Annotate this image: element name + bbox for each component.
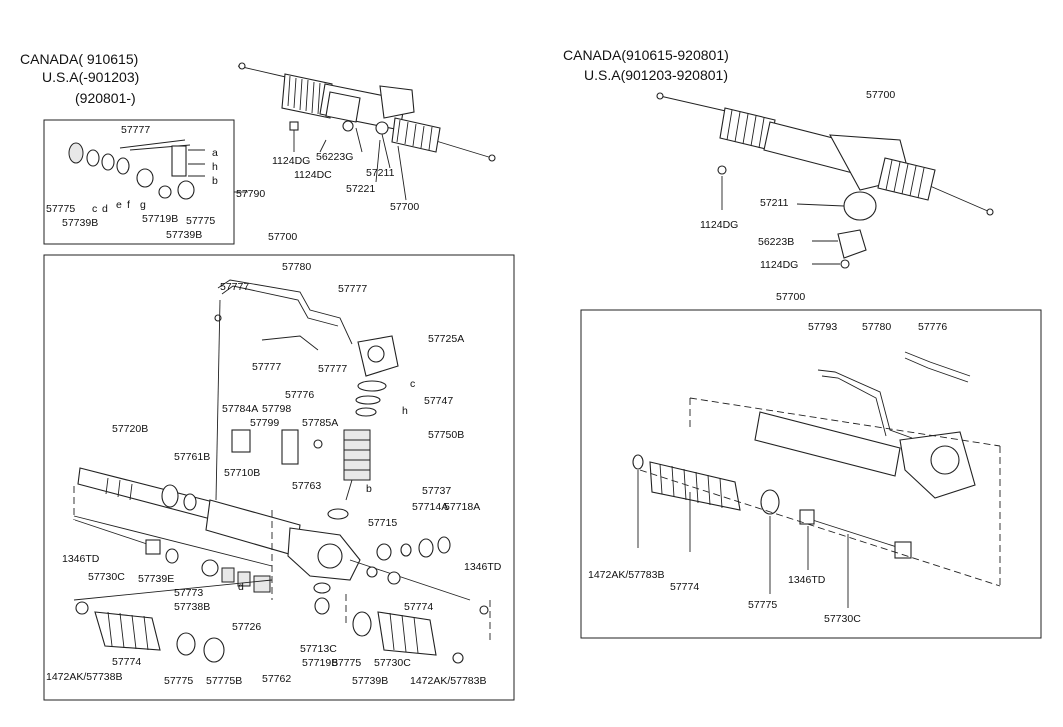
part-label-57747: 57747 — [424, 395, 453, 407]
header-right-1: CANADA(910615-920801) — [563, 47, 729, 63]
part-label-57726: 57726 — [232, 621, 261, 633]
part-label-1472ak-a: 1472AK/57738B — [46, 671, 122, 683]
header-left-3: (920801-) — [75, 90, 136, 106]
part-label-57785a: 57785A — [302, 417, 338, 429]
part-label-57773: 57773 — [174, 587, 203, 599]
part-label-57700-c: 57700 — [866, 89, 895, 101]
part-label-57725a: 57725A — [428, 333, 464, 345]
part-label-1346td-b: 1346TD — [464, 561, 502, 573]
part-label-57719b-a: 57719B — [142, 213, 178, 225]
part-label-56223b: 56223B — [758, 236, 794, 248]
part-label-57775-c: 57775 — [164, 675, 193, 687]
part-label-h2: h — [402, 405, 408, 417]
part-label-57777-c: 57777 — [338, 283, 367, 295]
part-label-c2: c — [410, 378, 415, 390]
part-label-57211-b: 57211 — [760, 197, 789, 209]
part-label-57780-b: 57780 — [862, 321, 891, 333]
part-label-1472ak-c: 1472AK/57783B — [588, 569, 664, 581]
part-label-1124dg-c: 1124DG — [760, 259, 798, 271]
part-label-1346td-c: 1346TD — [788, 574, 826, 586]
header-right-2: U.S.A(901203-920801) — [584, 67, 728, 83]
part-label-57790: 57790 — [236, 188, 265, 200]
part-label-57777-b: 57777 — [220, 281, 249, 293]
part-label-57738b: 57738B — [174, 601, 210, 613]
part-label-1124dg-b: 1124DG — [700, 219, 738, 231]
part-label-1124dg-a: 1124DG — [272, 155, 310, 167]
part-label-1472ak-b: 1472AK/57783B — [410, 675, 486, 687]
part-label-57739e: 57739E — [138, 573, 174, 585]
part-label-57798: 57798 — [262, 403, 291, 415]
steering-rack-assembly-top-left — [237, 62, 496, 162]
part-label-57739b-c: 57739B — [352, 675, 388, 687]
part-label-57719b-b: 57719B — [302, 657, 338, 669]
exploded-view-left — [73, 279, 491, 664]
header-left-1: CANADA( 910615) — [20, 51, 138, 67]
part-label-57718a: 57718A — [444, 501, 480, 513]
exploded-box-left — [43, 254, 515, 701]
part-label-57777-d: 57777 — [252, 361, 281, 373]
part-label-57774-b: 57774 — [112, 656, 141, 668]
part-label-57221: 57221 — [346, 183, 375, 195]
part-label-57777-e: 57777 — [318, 363, 347, 375]
part-label-d: d — [102, 203, 108, 215]
part-label-56223g-a: 56223G — [316, 151, 353, 163]
part-label-57775b: 57775B — [206, 675, 242, 687]
part-label-57730c-a: 57730C — [88, 571, 125, 583]
part-label-g: g — [140, 199, 146, 211]
part-label-57700-d: 57700 — [776, 291, 805, 303]
part-label-57211-a: 57211 — [366, 167, 395, 179]
kit-box-57790 — [43, 119, 235, 245]
part-label-57774-a: 57774 — [404, 601, 433, 613]
part-label-57700-b: 57700 — [268, 231, 297, 243]
part-label-57713c: 57713C — [300, 643, 337, 655]
part-label-57750b: 57750B — [428, 429, 464, 441]
part-label-57700-a: 57700 — [390, 201, 419, 213]
part-label-57730c-b: 57730C — [374, 657, 411, 669]
part-label-57737: 57737 — [422, 485, 451, 497]
part-label-e: e — [116, 199, 122, 211]
part-label-57777-a: 57777 — [121, 124, 150, 136]
part-label-a: a — [212, 147, 218, 159]
seal-kit-57790 — [68, 139, 248, 200]
part-label-57730c-c: 57730C — [824, 613, 861, 625]
exploded-view-right — [632, 351, 1001, 608]
part-label-57739b-a: 57739B — [62, 217, 98, 229]
part-label-57799: 57799 — [250, 417, 279, 429]
part-label-57775-b: 57775 — [186, 215, 215, 227]
part-label-57761: 57761B — [174, 451, 210, 463]
steering-rack-assembly-top-right — [656, 92, 994, 269]
part-label-57793: 57793 — [808, 321, 837, 333]
part-label-d2: d — [238, 581, 244, 593]
part-label-57763: 57763 — [292, 480, 321, 492]
part-label-57780: 57780 — [282, 261, 311, 273]
part-label-57710b: 57710B — [224, 467, 260, 479]
part-label-57775-a: 57775 — [46, 203, 75, 215]
part-label-h: h — [212, 161, 218, 173]
part-label-1124dc: 1124DC — [294, 169, 332, 181]
part-label-57715: 57715 — [368, 517, 397, 529]
part-label-1346td-a: 1346TD — [62, 553, 100, 565]
part-label-f: f — [127, 199, 130, 211]
part-label-57776-b: 57776 — [918, 321, 947, 333]
exploded-box-right — [580, 309, 1042, 639]
part-label-57774-c: 57774 — [670, 581, 699, 593]
part-label-57775-d: 57775 — [332, 657, 361, 669]
part-label-57784a: 57784A — [222, 403, 258, 415]
part-label-b2: b — [366, 483, 372, 495]
part-label-c: c — [92, 203, 97, 215]
part-label-57762: 57762 — [262, 673, 291, 685]
part-label-57776-a: 57776 — [285, 389, 314, 401]
header-left-2: U.S.A(-901203) — [42, 69, 139, 85]
part-label-57775-e: 57775 — [748, 599, 777, 611]
part-label-57739b-b: 57739B — [166, 229, 202, 241]
part-label-b: b — [212, 175, 218, 187]
part-label-57714a: 57714A — [412, 501, 448, 513]
part-label-57720b: 57720B — [112, 423, 148, 435]
